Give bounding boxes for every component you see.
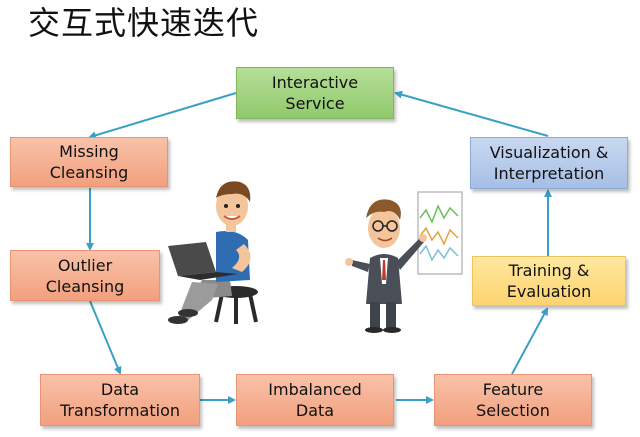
node-imbalanced-data-label: Imbalanced Data [268, 380, 362, 420]
arrow-service-to-missing [88, 92, 237, 140]
node-data-transformation-label: Data Transformation [59, 380, 181, 420]
slide-title: 交互式快速迭代 [28, 4, 260, 42]
node-interactive-service: Interactive Service [236, 67, 394, 119]
node-feature-selection-label: Feature Selection [476, 380, 550, 420]
node-feature-selection: Feature Selection [434, 374, 592, 426]
arrow-feature-to-training [511, 307, 548, 375]
node-data-transformation: Data Transformation [40, 374, 200, 426]
node-missing-cleansing-label: Missing Cleansing [49, 142, 129, 182]
node-visualization-interpretation: Visualization & Interpretation [470, 137, 628, 189]
arrow-outlier-to-transformation [89, 300, 122, 375]
node-training-evaluation-label: Training & Evaluation [506, 261, 592, 301]
node-outlier-cleansing: Outlier Cleansing [10, 250, 160, 301]
node-interactive-service-label: Interactive Service [271, 73, 359, 113]
node-training-evaluation: Training & Evaluation [472, 256, 626, 306]
arrow-visualization-to-service [394, 90, 549, 137]
person-with-laptop-icon [168, 181, 258, 324]
presenter-with-chart-icon [345, 191, 463, 333]
node-missing-cleansing: Missing Cleansing [10, 137, 168, 187]
node-outlier-cleansing-label: Outlier Cleansing [45, 255, 125, 296]
node-imbalanced-data: Imbalanced Data [236, 374, 394, 426]
node-visualization-interpretation-label: Visualization & Interpretation [489, 143, 609, 183]
